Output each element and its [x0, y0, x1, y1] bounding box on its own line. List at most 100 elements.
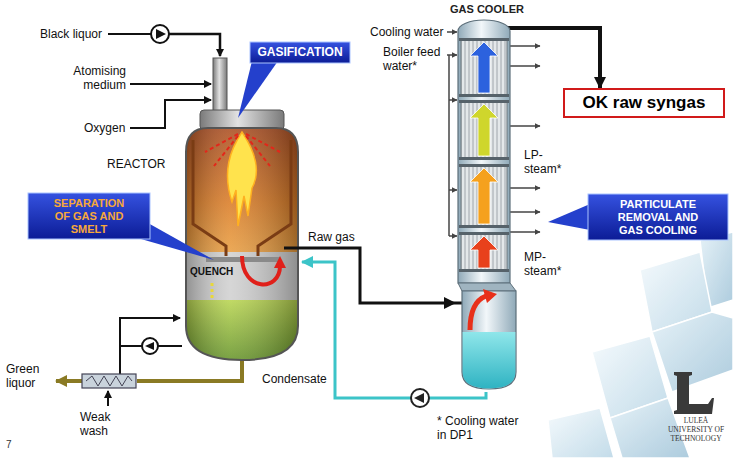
- drawing-part: [459, 232, 509, 235]
- drawing-part: [250, 42, 350, 63]
- drawing-part: [284, 247, 302, 250]
- drawing-part: [548, 204, 590, 230]
- drawing-part: [82, 374, 136, 388]
- cooler-inputs: [447, 32, 457, 236]
- drawing-part: [447, 31, 457, 33]
- box-text: OK raw syngas: [583, 93, 706, 113]
- drawing-part: [459, 225, 509, 228]
- stream-label: Black liquor: [40, 27, 102, 41]
- drawing-part: [227, 132, 256, 226]
- drawing-part: [205, 134, 280, 166]
- drawing-part: [470, 236, 498, 268]
- drawing-part: [449, 189, 457, 191]
- drawing-part: [510, 231, 540, 233]
- green-liquor-pipe: [137, 360, 242, 381]
- callout-box: SEPARATION OF GAS AND SMELT: [28, 193, 150, 239]
- drawing-part: [86, 376, 132, 386]
- section-label: QUENCH: [190, 266, 233, 278]
- drawing-part: [463, 332, 516, 388]
- drawing-part: [448, 55, 450, 236]
- drawing-part: [211, 283, 214, 300]
- circulation-loop: [120, 318, 182, 374]
- stream-label: Boiler feed water*: [383, 45, 445, 73]
- weak-wash-line: [107, 391, 109, 406]
- drawing-part: [458, 20, 510, 283]
- pipe-connector: [302, 248, 455, 303]
- drawing-part: [169, 34, 220, 56]
- drawing-part: [142, 338, 158, 354]
- stream-label: MP-steam*: [524, 250, 568, 278]
- circulation-pump: [142, 338, 158, 354]
- footnote: * Cooling water in DP1: [437, 414, 527, 442]
- drawing-part: [182, 128, 302, 362]
- drawing-part: [510, 187, 540, 189]
- drawing-part: [156, 29, 166, 39]
- drawing-part: [510, 125, 540, 127]
- stream-label: Green liquor: [6, 362, 52, 390]
- drawing-part: [470, 296, 486, 330]
- feed-pump: [151, 25, 169, 43]
- callout-box: GASIFICATION: [250, 42, 350, 63]
- gas-cooler-shape: [455, 18, 519, 392]
- drawing-part: [548, 408, 614, 458]
- drawing-part: [461, 234, 507, 270]
- pipe-connector: [302, 262, 486, 398]
- drawing-part: [459, 157, 509, 160]
- drawing-part: [461, 102, 507, 158]
- drawing-part: [510, 65, 540, 67]
- stream-label: Oxygen: [84, 121, 125, 135]
- edge-label: Condensate: [262, 372, 327, 386]
- drawing-part: [108, 33, 151, 35]
- drawing-part: [411, 389, 429, 407]
- stream-label: Atomising medium: [40, 64, 126, 92]
- drawing-part: [459, 269, 509, 272]
- ice-cubes: [548, 232, 733, 458]
- cooler-outputs: [510, 46, 540, 232]
- drawing-part: [510, 45, 540, 47]
- drawing-part: [214, 136, 238, 166]
- drawing-part: [258, 140, 291, 256]
- drawing-part: [470, 42, 498, 93]
- drawing-part: [461, 40, 507, 95]
- drawing-part: [274, 256, 286, 268]
- drawing-part: [238, 61, 278, 118]
- output-box: OK raw syngas: [563, 88, 725, 118]
- stream-label: Weak wash: [80, 410, 124, 438]
- drawing-part: [462, 291, 516, 389]
- logo-mark: [674, 372, 714, 414]
- callout-box: PARTICULATE REMOVAL AND GAS COOLING: [588, 194, 728, 240]
- slide-number: 7: [6, 438, 12, 452]
- edge-label: Raw gas: [308, 230, 355, 244]
- drawing-part: [459, 94, 509, 97]
- box-text: GASIFICATION: [257, 46, 342, 59]
- drawing-part: [213, 58, 227, 112]
- box-text: SEPARATION OF GAS AND SMELT: [49, 197, 129, 236]
- drawing-part: [193, 140, 226, 256]
- drawing-part: [130, 83, 211, 85]
- drawing-part: [588, 194, 728, 240]
- drawing-part: [652, 312, 733, 392]
- drawing-part: [459, 38, 509, 272]
- drawing-part: [246, 136, 270, 166]
- drawing-part: [151, 25, 169, 43]
- stream-label: LP-steam*: [524, 148, 568, 176]
- drawing-part: [510, 211, 540, 213]
- gas-cooler: GAS COOLER: [455, 18, 519, 392]
- drawing-part: [470, 104, 498, 156]
- box-text: PARTICULATE REMOVAL AND GAS COOLING: [612, 198, 704, 237]
- drawing-part: [461, 166, 507, 226]
- drawing-part: [449, 235, 457, 237]
- vessel-label: GAS COOLER: [450, 3, 524, 15]
- drawing-part: [459, 100, 509, 103]
- drawing-part: [458, 283, 516, 291]
- drawing-part: [459, 38, 509, 41]
- drawing-part: [182, 128, 302, 362]
- drawing-part: [186, 128, 298, 360]
- drawing-part: [449, 99, 457, 101]
- vessel-label: REACTOR: [107, 157, 165, 171]
- drawing-part: [470, 168, 498, 224]
- pipe-connector: [519, 28, 600, 88]
- drawing-part: [459, 164, 509, 167]
- drawing-part: [130, 100, 211, 128]
- stream-label: Cooling water: [370, 25, 443, 39]
